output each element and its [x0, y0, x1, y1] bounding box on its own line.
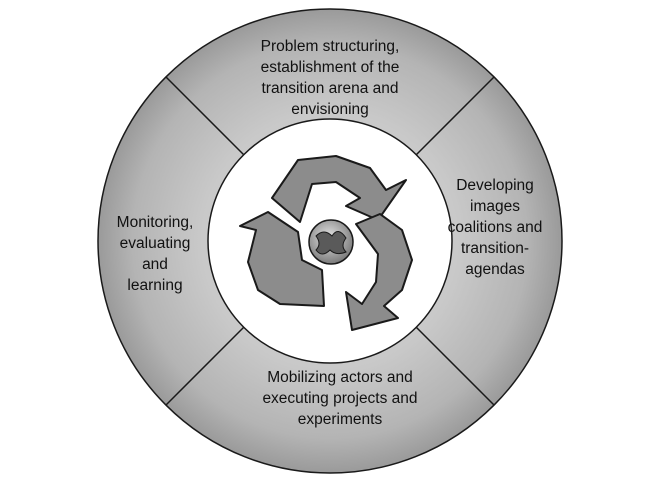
phase-label-monitoring: Monitoring, evaluating and learning [116, 214, 194, 294]
globe-emblem-icon [308, 219, 354, 265]
recycle-arrows-icon [239, 155, 413, 331]
quadrant-dividers [165, 76, 495, 406]
phase-label-problem-structuring: Problem structuring, establishment of th… [260, 38, 400, 118]
phase-label-developing-images: Developing images coalitions and transit… [447, 177, 543, 278]
phase-label-mobilizing-actors: Mobilizing actors and executing projects… [262, 369, 418, 428]
